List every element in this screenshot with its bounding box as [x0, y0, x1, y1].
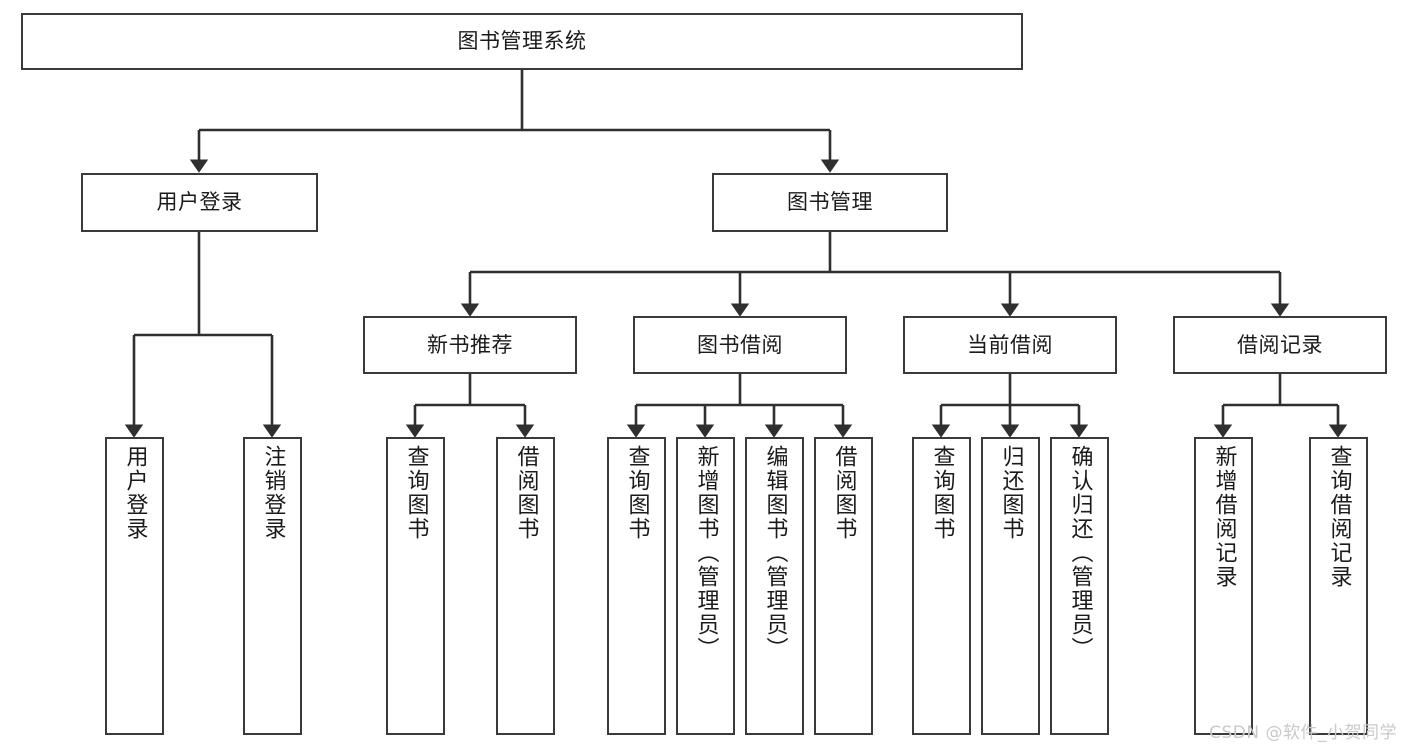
node-label: 新书推荐 [427, 332, 513, 357]
node-label: 编辑图书（管理员） [762, 445, 788, 661]
node-label: 图书管理 [787, 190, 873, 215]
node-label: 新增图书（管理员） [693, 445, 719, 661]
node-label: 用户登录 [122, 445, 148, 541]
node-label: 图书借阅 [697, 332, 783, 357]
node-label: 用户登录 [156, 190, 243, 215]
node-book-borrow[interactable]: 图书借阅 [633, 316, 847, 374]
node-root-book-management-system[interactable]: 图书管理系统 [21, 13, 1023, 70]
leaf-add-borrow-record[interactable]: 新增借阅记录 [1194, 437, 1253, 735]
node-borrow-record[interactable]: 借阅记录 [1173, 316, 1387, 374]
leaf-confirm-return-admin[interactable]: 确认归还（管理员） [1050, 437, 1109, 735]
leaf-add-book-admin[interactable]: 新增图书（管理员） [676, 437, 735, 735]
node-label: 查询图书 [403, 445, 429, 541]
node-label: 注销登录 [260, 445, 286, 541]
csdn-watermark: CSDN @软件_小贺同学 [1209, 723, 1397, 743]
leaf-query-borrow-record[interactable]: 查询借阅记录 [1309, 437, 1368, 735]
leaf-return-book[interactable]: 归还图书 [981, 437, 1040, 735]
leaf-query-book-recommend[interactable]: 查询图书 [386, 437, 445, 735]
node-book-management[interactable]: 图书管理 [712, 173, 948, 232]
node-label: 当前借阅 [967, 332, 1053, 357]
node-label: 借阅记录 [1237, 332, 1323, 357]
node-label: 新增借阅记录 [1211, 445, 1237, 589]
node-label: 查询借阅记录 [1326, 445, 1352, 589]
node-label: 查询图书 [929, 445, 955, 541]
leaf-logout[interactable]: 注销登录 [243, 437, 302, 735]
node-label: 借阅图书 [513, 445, 539, 541]
node-label: 归还图书 [998, 445, 1024, 541]
node-label: 图书管理系统 [457, 29, 587, 54]
node-current-borrow[interactable]: 当前借阅 [903, 316, 1117, 374]
node-label: 借阅图书 [831, 445, 857, 541]
leaf-edit-book-admin[interactable]: 编辑图书（管理员） [745, 437, 804, 735]
leaf-borrow-book-recommend[interactable]: 借阅图书 [496, 437, 555, 735]
node-label: 确认归还（管理员） [1067, 445, 1093, 661]
node-user-login[interactable]: 用户登录 [81, 173, 318, 232]
leaf-query-book-borrow[interactable]: 查询图书 [607, 437, 666, 735]
node-new-book-recommend[interactable]: 新书推荐 [363, 316, 577, 374]
leaf-query-book-current[interactable]: 查询图书 [912, 437, 971, 735]
node-label: 查询图书 [624, 445, 650, 541]
leaf-user-login[interactable]: 用户登录 [105, 437, 164, 735]
leaf-borrow-book[interactable]: 借阅图书 [814, 437, 873, 735]
